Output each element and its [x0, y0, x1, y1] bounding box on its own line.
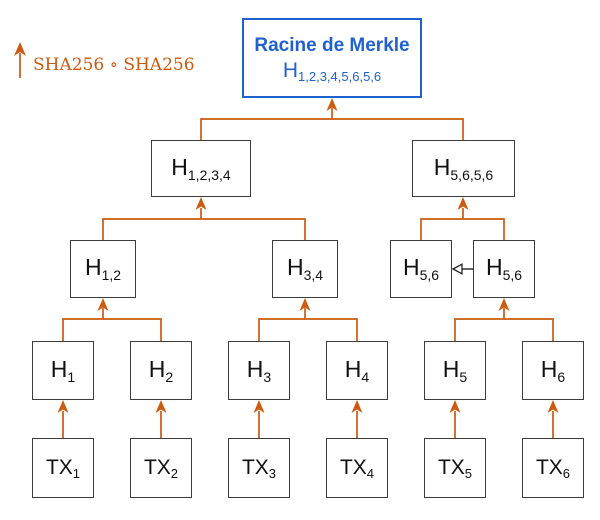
legend-label: SHA256 ∘ SHA256 — [33, 55, 195, 75]
node-label: H5,6,5,6 — [433, 153, 494, 183]
sha256-arrow-icon — [14, 42, 26, 78]
node-tx1: TX1 — [32, 438, 94, 498]
node-h4: H4 — [326, 341, 388, 400]
edge-tx4-to-h4 — [351, 400, 363, 438]
node-label: H5 — [442, 355, 468, 385]
node-tx5: TX5 — [424, 438, 486, 498]
edge-h12-h34-to-h1234 — [102, 197, 306, 240]
node-label: H2 — [148, 355, 174, 385]
node-label: H1,2,3,4 — [171, 153, 231, 183]
node-tx2: TX2 — [130, 438, 192, 498]
node-tx6: TX6 — [522, 438, 584, 498]
node-h12: H1,2 — [70, 240, 136, 298]
legend-sha256: SHA256 ∘ SHA256 — [33, 52, 195, 78]
node-label: TX4 — [339, 455, 375, 481]
node-h56-copy: H5,6 — [390, 240, 452, 298]
merkle-root-hash: H1,2,3,4,5,6,5,6 — [282, 59, 382, 85]
node-label: TX1 — [45, 455, 81, 481]
node-label: H1,2 — [84, 254, 122, 283]
edge-tx6-to-h6 — [547, 400, 559, 438]
node-merkle-root: Racine de Merkle H1,2,3,4,5,6,5,6 — [242, 18, 422, 98]
edge-tx3-to-h3 — [253, 400, 265, 438]
node-label: TX6 — [535, 455, 571, 481]
node-label: H3,4 — [286, 254, 324, 283]
node-h2: H2 — [130, 341, 192, 400]
edge-h56-pair-to-h5656 — [420, 197, 505, 240]
edge-h5-h6-to-h56 — [454, 298, 554, 341]
node-h3: H3 — [228, 341, 290, 400]
node-h56: H5,6 — [473, 240, 535, 298]
edge-tx1-to-h1 — [57, 400, 69, 438]
merkle-root-title: Racine de Merkle — [254, 34, 410, 56]
node-label: H5,6 — [402, 254, 440, 283]
node-h1234: H1,2,3,4 — [151, 140, 251, 197]
node-label: H5,6 — [485, 254, 523, 283]
node-label: TX3 — [241, 455, 277, 481]
node-tx4: TX4 — [326, 438, 388, 498]
edge-tx2-to-h2 — [155, 400, 167, 438]
edge-tx5-to-h5 — [449, 400, 461, 438]
node-label: H3 — [246, 355, 272, 385]
node-label: H1 — [50, 355, 76, 385]
node-label: TX5 — [437, 455, 473, 481]
node-h5656: H5,6,5,6 — [412, 140, 515, 197]
node-h5: H5 — [424, 341, 486, 400]
node-tx3: TX3 — [228, 438, 290, 498]
node-label: H4 — [344, 355, 370, 385]
node-h34: H3,4 — [272, 240, 338, 298]
edge-level2-to-root — [200, 98, 464, 140]
edge-h56-duplicate — [451, 263, 473, 275]
node-h6: H6 — [522, 341, 584, 400]
node-label: H6 — [540, 355, 566, 385]
node-h1: H1 — [32, 341, 94, 400]
edge-h1-h2-to-h12 — [62, 298, 162, 341]
edge-h3-h4-to-h34 — [258, 298, 358, 341]
node-label: TX2 — [143, 455, 179, 481]
